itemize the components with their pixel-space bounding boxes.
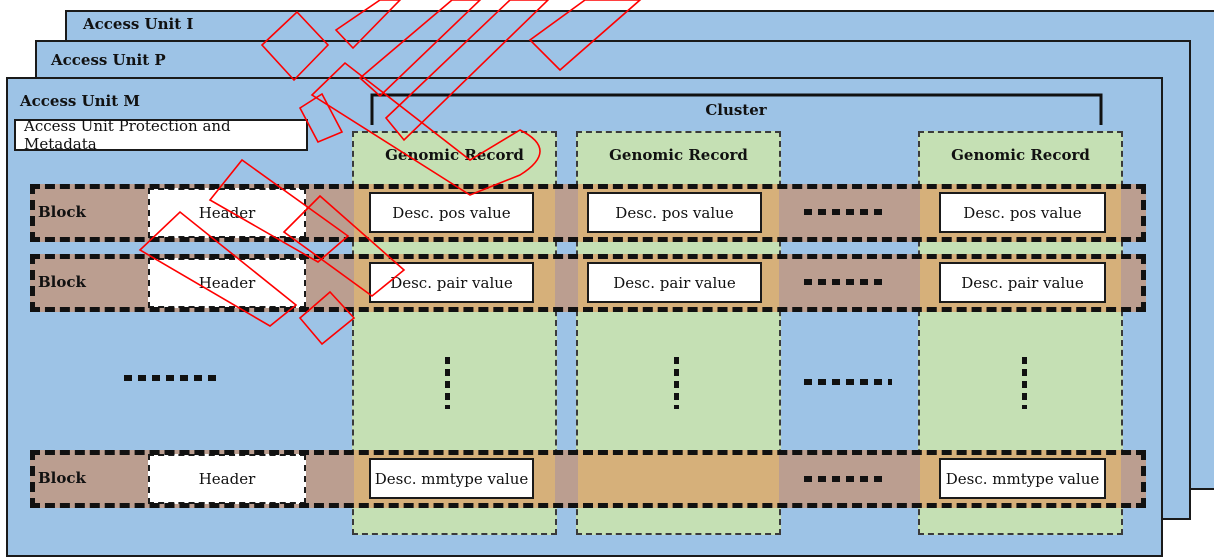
ellipsis-vertical	[674, 357, 679, 409]
ellipsis-horizontal	[804, 209, 888, 215]
ellipsis-vertical	[445, 357, 450, 409]
ellipsis-horizontal	[804, 279, 888, 285]
access-unit-p-title: Access Unit P	[51, 51, 166, 69]
access-unit-i-title: Access Unit I	[83, 15, 194, 33]
block-header: Header	[148, 454, 306, 504]
ellipsis-horizontal	[804, 476, 888, 482]
genomic-record-label: Genomic Record	[385, 146, 524, 164]
block-label: Block	[38, 203, 86, 221]
access-unit-m-title: Access Unit M	[20, 92, 140, 110]
genomic-record-label: Genomic Record	[609, 146, 748, 164]
descriptor-value-box: Desc. pair value	[939, 262, 1106, 303]
descriptor-value-box: Desc. mmtype value	[939, 458, 1106, 499]
block-label: Block	[38, 469, 86, 487]
ellipsis-vertical	[1022, 357, 1027, 409]
genomic-record-label: Genomic Record	[951, 146, 1090, 164]
protection-metadata-box: Access Unit Protection and Metadata	[14, 117, 308, 153]
block-label: Block	[38, 273, 86, 291]
descriptor-value-box: Desc. pos value	[939, 192, 1106, 233]
ellipsis-horizontal	[804, 379, 892, 385]
record-cell	[578, 450, 779, 508]
ellipsis-horizontal	[124, 375, 216, 381]
descriptor-value-box: Desc. pos value	[587, 192, 762, 233]
descriptor-value-box: Desc. pos value	[369, 192, 534, 233]
descriptor-value-box: Desc. mmtype value	[369, 458, 534, 499]
descriptor-value-box: Desc. pair value	[587, 262, 762, 303]
cluster-label: Cluster	[705, 101, 767, 119]
descriptor-value-box: Desc. pair value	[369, 262, 534, 303]
